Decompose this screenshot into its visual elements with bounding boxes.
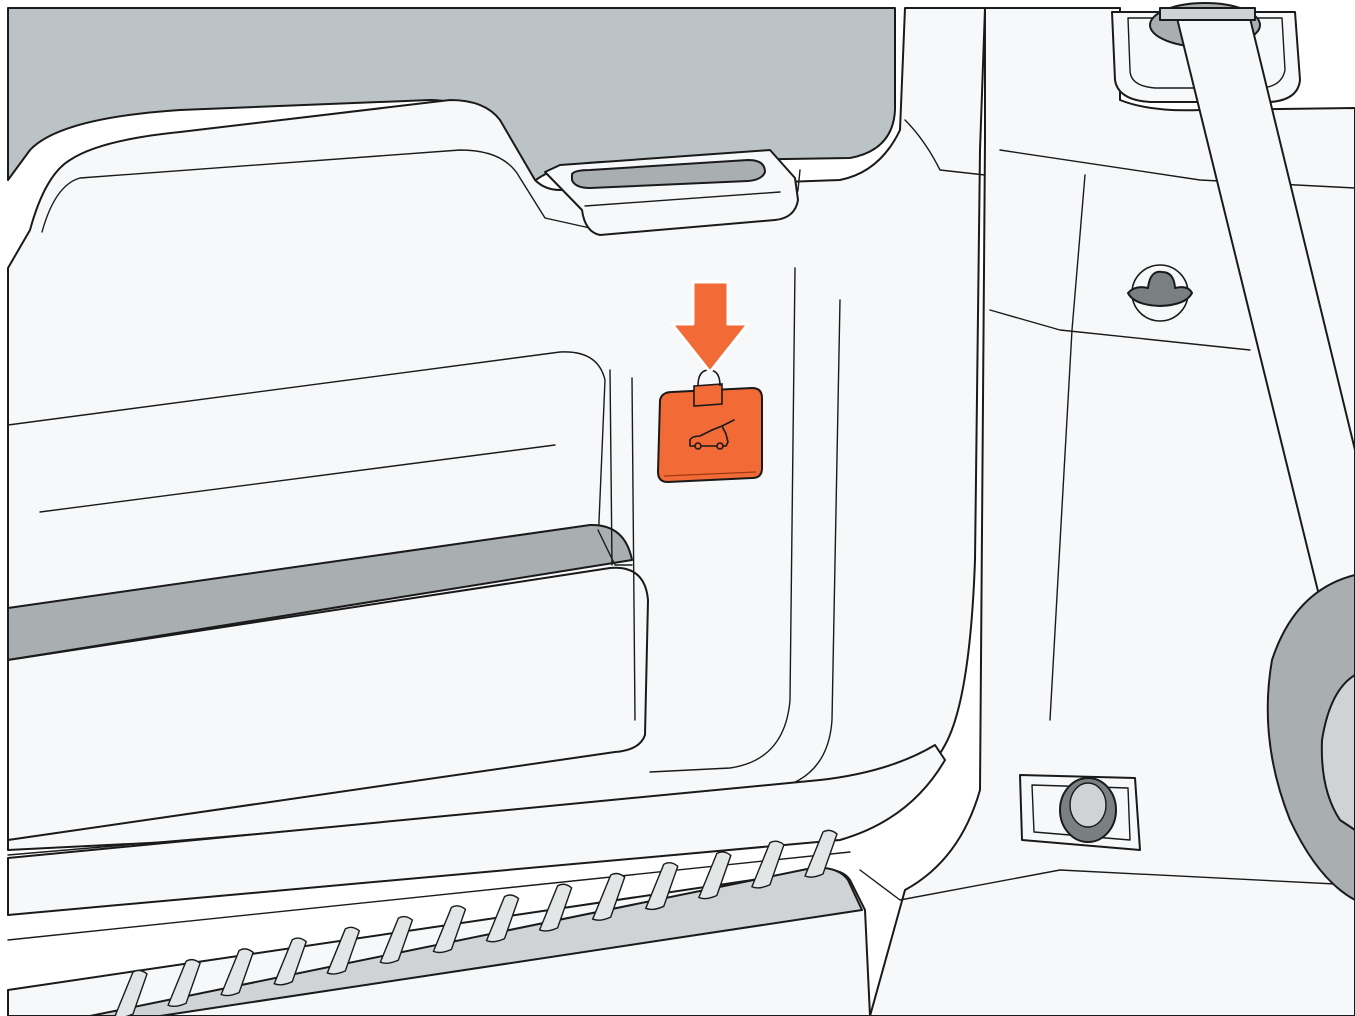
lower-anchor-cup-inner bbox=[1070, 783, 1106, 827]
release-cover-tab[interactable] bbox=[694, 384, 722, 406]
seatbelt-guide bbox=[1160, 8, 1255, 20]
